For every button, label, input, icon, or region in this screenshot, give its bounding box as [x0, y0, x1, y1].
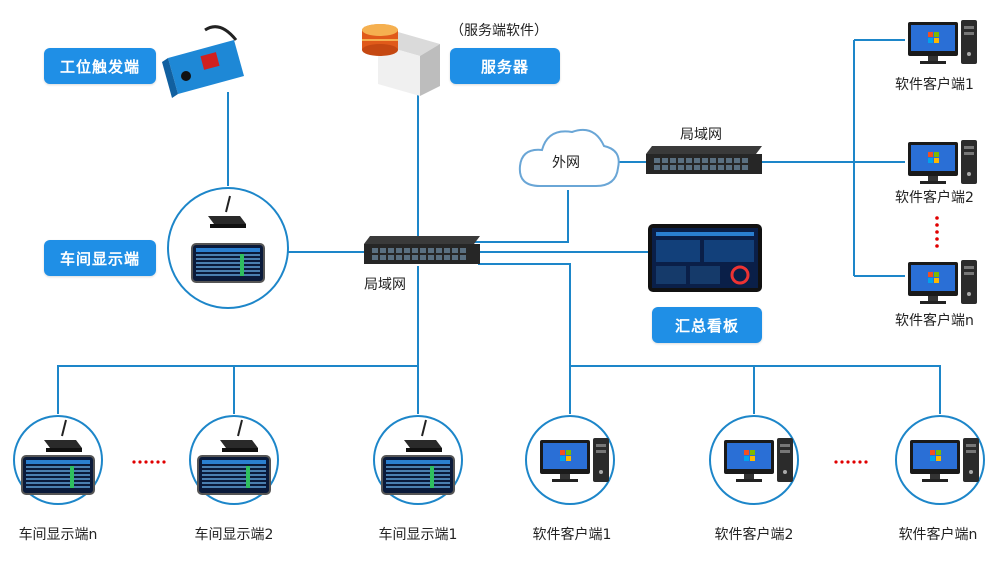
right-lan-label: 局域网	[680, 127, 722, 143]
right-client-1-icon	[908, 20, 977, 64]
bottom-ellipsis-dots-left	[132, 460, 166, 464]
bottom-ellipsis-dots-right	[834, 460, 868, 464]
sensor-icon	[162, 25, 244, 98]
workshop-display-badge: 车间显示端	[44, 240, 156, 276]
right-client-2-label: 软件客户端2	[895, 190, 974, 206]
bottom-node-label: 车间显示端2	[194, 527, 274, 543]
bottom-client-2	[709, 415, 799, 505]
dashboard-icon	[648, 224, 762, 292]
bottom-display-1	[373, 415, 463, 505]
line-switch-cloud	[470, 190, 569, 243]
right-client-1-label: 软件客户端1	[895, 77, 974, 93]
workshop-display-node	[167, 187, 289, 309]
line-left-bus	[57, 365, 418, 414]
right-client-n-icon	[908, 260, 977, 304]
right-client-2-icon	[908, 140, 977, 184]
main-lan-label: 局域网	[364, 277, 406, 293]
line-right-bottom-bus	[570, 365, 941, 414]
trigger-badge: 工位触发端	[44, 48, 156, 84]
bottom-client-1	[525, 415, 615, 505]
server-badge: 服务器	[450, 48, 560, 84]
server-icon	[362, 24, 440, 96]
line-switch-clients	[478, 263, 571, 414]
main-switch-icon	[364, 236, 480, 264]
bottom-node-label: 车间显示端1	[378, 527, 458, 543]
bottom-display-2	[189, 415, 279, 505]
bottom-node-label: 软件客户端1	[532, 527, 612, 543]
bottom-node-label: 软件客户端n	[898, 527, 978, 543]
right-switch-icon	[646, 146, 762, 174]
server-note: （服务端软件）	[450, 23, 548, 39]
right-client-n-label: 软件客户端n	[895, 313, 974, 329]
connection-lines	[57, 39, 941, 414]
bottom-node-label: 车间显示端n	[18, 527, 98, 543]
bottom-display-n	[13, 415, 103, 505]
right-ellipsis-dots	[935, 216, 939, 248]
internet-label: 外网	[552, 155, 580, 171]
bottom-node-label: 软件客户端2	[714, 527, 794, 543]
cloud-icon	[518, 128, 620, 187]
bottom-client-n	[895, 415, 985, 505]
dashboard-badge: 汇总看板	[652, 307, 762, 343]
